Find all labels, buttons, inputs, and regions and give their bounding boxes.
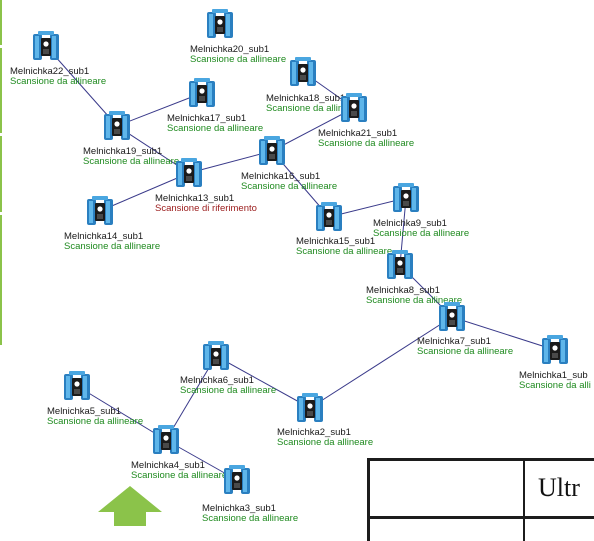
scan-name-label: Melnichka14_sub1 (64, 231, 144, 242)
laser-scanner-icon[interactable] (538, 333, 572, 367)
arrow-up-icon (98, 486, 162, 526)
scan-name-label: Melnichka21_sub1 (318, 128, 398, 139)
scan-status-label: Scansione da alli (519, 380, 591, 391)
scan-status-label: Scansione da allineare (373, 228, 470, 239)
accent-bar-gap (0, 45, 3, 48)
laser-scanner-icon[interactable] (435, 300, 469, 334)
accent-bar-gap (0, 133, 3, 136)
laser-scanner-icon[interactable] (100, 109, 134, 143)
scan-name-label: Melnichka6_sub1 (180, 375, 254, 386)
scan-name-label: Melnichka15_sub1 (296, 236, 376, 247)
network-edge (215, 355, 311, 409)
scan-name-label: Melnichka3_sub1 (202, 503, 276, 514)
scan-status-label: Scansione da allineare (366, 295, 463, 306)
scan-status-label: Scansione di riferimento (155, 203, 257, 214)
laser-scanner-icon[interactable] (337, 91, 371, 125)
scan-status-label: Scansione da allineare (10, 76, 107, 87)
scan-name-label: Melnichka19_sub1 (83, 146, 163, 157)
network-edge (116, 92, 203, 127)
laser-scanner-icon[interactable] (312, 200, 346, 234)
scan-name-label: Melnichka22_sub1 (10, 66, 90, 77)
laser-scanner-icon[interactable] (29, 29, 63, 63)
network-edge (76, 385, 167, 441)
laser-scanner-icon[interactable] (220, 463, 254, 497)
scan-status-label: Scansione da allineare (47, 416, 144, 427)
network-edge (99, 172, 190, 212)
accent-bar-gap (0, 212, 3, 215)
laser-scanner-icon[interactable] (255, 134, 289, 168)
document-table-fragment: Ultr (367, 458, 594, 541)
network-edge (188, 150, 273, 174)
scan-status-label: Scansione da allineare (131, 470, 228, 481)
laser-scanner-icon[interactable] (60, 369, 94, 403)
scan-status-label: Scansione da allineare (167, 123, 264, 134)
network-edge (451, 316, 556, 351)
scan-name-label: Melnichka18_sub1 (266, 93, 346, 104)
laser-scanner-icon[interactable] (172, 156, 206, 190)
table-cell-text: Ultr (538, 473, 580, 502)
laser-scanner-icon[interactable] (383, 248, 417, 282)
scan-status-label: Scansione da allineare (202, 513, 299, 524)
scan-name-label: Melnichka4_sub1 (131, 460, 205, 471)
scan-name-label: Melnichka1_sub (519, 370, 588, 381)
left-accent-bar (0, 0, 2, 345)
scan-status-label: Scansione da allineare (190, 54, 287, 65)
laser-scanner-icon[interactable] (83, 194, 117, 228)
scan-name-label: Melnichka13_sub1 (155, 193, 235, 204)
scan-name-label: Melnichka7_sub1 (417, 336, 491, 347)
scan-status-label: Scansione da allineare (241, 181, 338, 192)
scan-status-label: Scansione da allineare (83, 156, 180, 167)
scan-status-label: Scansione da allineare (277, 437, 374, 448)
laser-scanner-icon[interactable] (293, 391, 327, 425)
scan-status-label: Scansione da allineare (417, 346, 514, 357)
laser-scanner-icon[interactable] (185, 76, 219, 110)
scan-name-label: Melnichka20_sub1 (190, 44, 270, 55)
scan-status-label: Scansione da allineare (180, 385, 277, 396)
laser-scanner-icon[interactable] (203, 7, 237, 41)
table-column-divider (523, 461, 525, 541)
network-edge (271, 107, 355, 152)
scan-status-label: Scansione da allineare (64, 241, 161, 252)
scan-name-label: Melnichka5_sub1 (47, 406, 121, 417)
laser-scanner-icon[interactable] (199, 339, 233, 373)
scan-status-label: Scansione da allineare (296, 246, 393, 257)
laser-scanner-icon[interactable] (389, 181, 423, 215)
scan-name-label: Melnichka16_sub1 (241, 171, 321, 182)
scan-name-label: Melnichka9_sub1 (373, 218, 447, 229)
laser-scanner-icon[interactable] (286, 55, 320, 89)
scan-name-label: Melnichka17_sub1 (167, 113, 247, 124)
scan-name-label: Melnichka8_sub1 (366, 285, 440, 296)
network-edge (309, 316, 453, 409)
scan-status-label: Scansione da allineare (318, 138, 415, 149)
laser-scanner-icon[interactable] (149, 423, 183, 457)
table-row-divider (370, 516, 594, 519)
scan-status-label: Scansione da allineare (266, 103, 363, 114)
scan-name-label: Melnichka2_sub1 (277, 427, 351, 438)
